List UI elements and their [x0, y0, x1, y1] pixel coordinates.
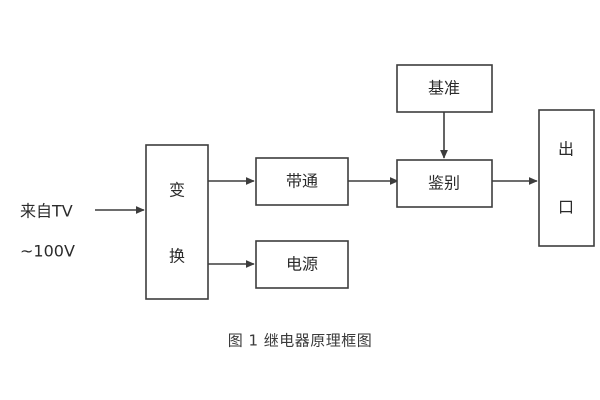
block-converter-label-line2: 换 [169, 247, 185, 266]
block-output-label-line2: 口 [558, 198, 574, 217]
block-reference-label: 基准 [428, 79, 460, 98]
block-discriminator-label: 鉴别 [428, 174, 460, 193]
block-output [538, 109, 595, 247]
block-discriminator [396, 159, 493, 208]
source-label-line2: ~100V [20, 242, 75, 261]
block-reference [396, 64, 493, 113]
block-bandpass [255, 157, 349, 206]
block-power-label: 电源 [286, 255, 318, 274]
source-label-line1: 来自TV [20, 202, 73, 221]
block-converter-label-line1: 变 [169, 181, 185, 200]
block-power [255, 240, 349, 289]
figure-caption: 图 1 继电器原理框图 [228, 332, 373, 350]
block-bandpass-label: 带通 [286, 172, 318, 191]
block-output-label-line1: 出 [558, 140, 574, 159]
block-converter [145, 144, 209, 300]
